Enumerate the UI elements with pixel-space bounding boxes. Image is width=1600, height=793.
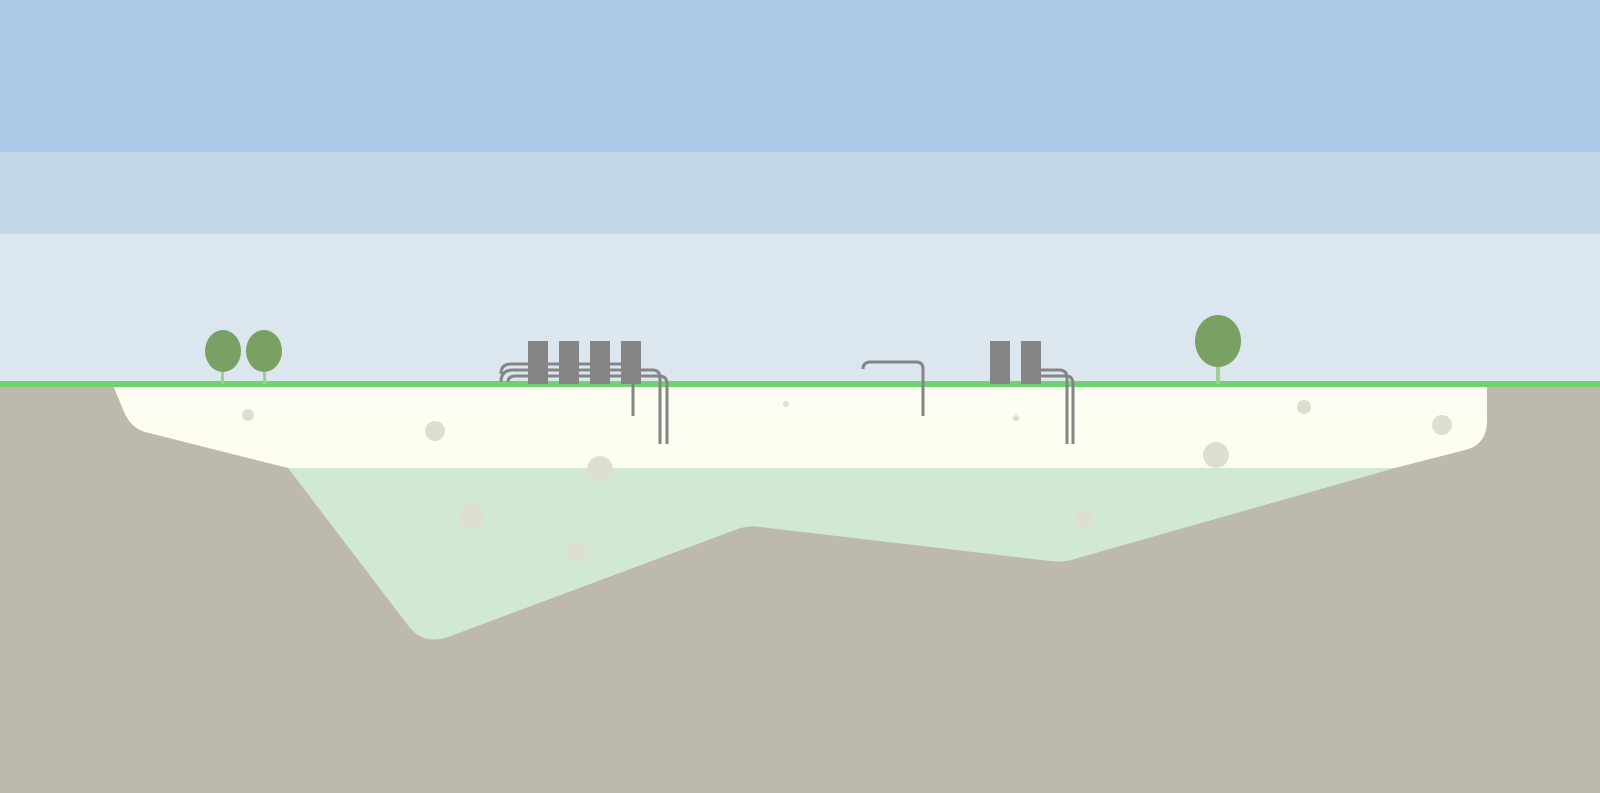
speckle — [1074, 509, 1094, 529]
speckle — [567, 543, 587, 563]
ground-surface-line — [0, 381, 1600, 387]
tower — [1021, 341, 1041, 384]
speckle — [417, 584, 423, 590]
sky-band-bottom — [0, 234, 1600, 384]
tree-crown — [205, 330, 241, 372]
tree-crown — [246, 330, 282, 372]
speckle — [1297, 400, 1311, 414]
lower-reservoir-layer — [288, 468, 1395, 640]
speckle — [899, 503, 905, 509]
wellhead-middle — [861, 360, 925, 416]
pipe — [499, 362, 635, 416]
tree-trunk — [263, 368, 266, 384]
sky-band-middle — [0, 152, 1600, 234]
pipe — [1030, 368, 1069, 444]
speckle — [242, 409, 254, 421]
speckles — [242, 400, 1452, 590]
tree-left-1 — [205, 330, 241, 384]
facility-left — [499, 341, 669, 444]
speckle — [1013, 415, 1019, 421]
speckle — [425, 421, 445, 441]
tree-right — [1195, 315, 1241, 384]
speckle — [783, 401, 789, 407]
tree-trunk — [221, 368, 224, 384]
tower — [990, 341, 1010, 384]
speckle — [1203, 442, 1229, 468]
speckle — [1432, 415, 1452, 435]
pipe — [861, 360, 925, 416]
speckle — [459, 503, 485, 529]
upper-soil-layer — [113, 385, 1487, 468]
tree-trunk — [1216, 365, 1220, 384]
tree-crown — [1195, 315, 1241, 367]
pipe — [506, 374, 669, 444]
speckle — [587, 456, 613, 482]
pipe — [1030, 374, 1075, 444]
sky-band-top — [0, 0, 1600, 152]
tree-left-2 — [246, 330, 282, 384]
facility-right — [990, 341, 1075, 444]
